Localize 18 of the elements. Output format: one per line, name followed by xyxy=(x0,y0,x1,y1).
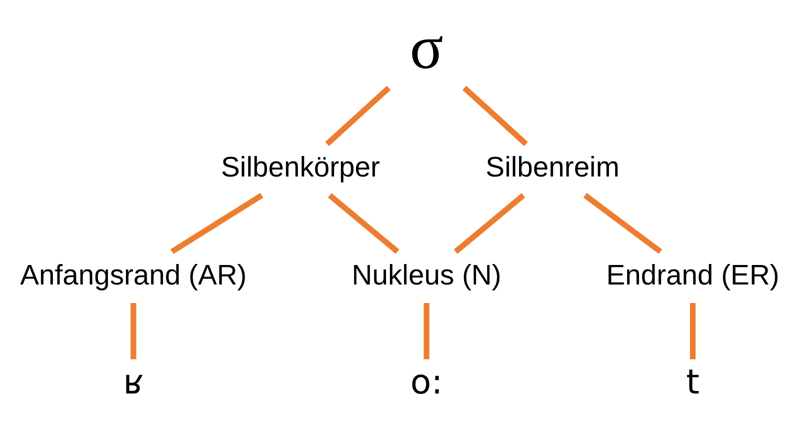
node-text: o: xyxy=(410,362,443,403)
connector xyxy=(454,193,526,254)
connector xyxy=(325,86,391,146)
connector xyxy=(462,86,528,146)
node-text: Endrand (ER) xyxy=(606,259,780,292)
connector xyxy=(583,193,662,254)
connector xyxy=(130,302,136,360)
node-text: t xyxy=(686,362,700,403)
node-text: Anfangsrand (AR) xyxy=(20,259,247,292)
connector xyxy=(170,192,264,254)
node-text: ʁ xyxy=(123,362,144,403)
node-text: Nukleus (N) xyxy=(352,259,502,292)
node-text: Silbenkörper xyxy=(221,152,380,184)
node-text: σ xyxy=(410,12,444,82)
connector xyxy=(328,193,400,254)
connector xyxy=(690,302,696,360)
node-text: Silbenreim xyxy=(486,152,620,184)
connector xyxy=(424,302,430,360)
